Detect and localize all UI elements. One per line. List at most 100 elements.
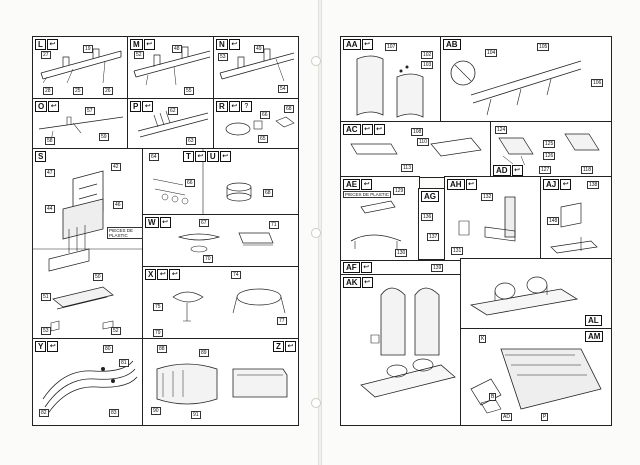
part-number: 81: [119, 359, 129, 367]
step-am-panel: AM K P AD B: [460, 328, 612, 426]
question-icon: ?: [240, 101, 252, 112]
arrow-icon: ↩: [465, 179, 477, 190]
part-number: 67: [199, 219, 209, 227]
binder-hole: [311, 228, 321, 238]
part-number: 103: [421, 61, 434, 69]
step-tag: S: [35, 151, 47, 162]
step-tag: AG: [421, 191, 439, 202]
step-tag: AJ↩: [543, 179, 572, 190]
step-aa-drawing: [356, 55, 424, 118]
step-m-drawing: [133, 46, 211, 86]
part-number: 52: [134, 51, 144, 59]
step-al-drawing: [469, 276, 579, 316]
step-letter: AM: [585, 331, 604, 342]
step-z-drawing: [156, 363, 288, 405]
part-number: 102: [421, 51, 434, 59]
step-letter: N: [216, 39, 228, 50]
part-number: AD: [501, 413, 512, 421]
step-letter: Z: [273, 341, 284, 352]
step-letter: Y: [35, 341, 47, 352]
part-number: 42: [111, 163, 121, 171]
part-number: 83: [109, 409, 119, 417]
step-tag: AD↩: [493, 165, 523, 176]
step-tag: Y↩: [35, 341, 59, 352]
step-y-panel: Y↩ 80 81 82 83: [32, 338, 144, 426]
step-tag: P↩: [130, 101, 154, 112]
step-tag: T↩U↩: [183, 151, 231, 162]
part-number: 50: [93, 273, 103, 281]
part-number: 74: [231, 271, 241, 279]
arrow-icon: ↩: [169, 269, 181, 280]
step-letter: AK: [343, 277, 361, 288]
part-number: 68: [263, 189, 273, 197]
part-number: 54: [278, 85, 288, 93]
part-number: 137: [427, 233, 440, 241]
step-al-panel: AL: [460, 258, 612, 330]
step-letter: M: [130, 39, 143, 50]
plastic-parts-note: PIECES DE PLASTIC: [107, 227, 143, 239]
step-ac-drawing: [350, 137, 482, 157]
step-o-panel: O↩ 57 58 59: [32, 98, 129, 150]
part-number: 52: [111, 327, 121, 335]
step-tag: AM: [585, 331, 604, 342]
step-ae-drawing: [350, 200, 402, 249]
step-t-u-drawing: [152, 149, 252, 215]
step-letter: AG: [421, 191, 439, 202]
part-number: 48: [172, 45, 182, 53]
step-w-panel: W↩ 67 71 70: [142, 214, 299, 268]
step-letter: AA: [343, 39, 361, 50]
part-number: 59: [99, 133, 109, 141]
step-tag: AK↩: [343, 277, 373, 288]
part-number: 89: [199, 349, 209, 357]
step-s-drawing: [33, 170, 143, 332]
arrow-icon: ↩: [373, 124, 385, 135]
step-ah-drawing: [458, 196, 516, 242]
step-letter: X: [145, 269, 157, 280]
step-y-drawing: [42, 360, 138, 416]
step-m-panel: M↩ 48 52 55: [127, 36, 215, 100]
step-l-drawing: [40, 48, 122, 84]
step-letter: R: [216, 101, 228, 112]
part-number: 124: [495, 126, 508, 134]
step-w-drawing: [177, 232, 274, 253]
part-number: 44: [45, 205, 55, 213]
step-am-drawing: [470, 348, 602, 414]
part-number: 104: [485, 49, 498, 57]
step-letter: S: [35, 151, 47, 162]
part-number: 46: [113, 201, 123, 209]
step-aj-panel: AJ↩ 138 148: [540, 176, 612, 262]
part-number: 75: [153, 303, 163, 311]
step-t-u-panel: T↩U↩ 64 66 68: [142, 148, 299, 216]
part-number: 77: [277, 317, 287, 325]
part-number: 90: [151, 407, 161, 415]
step-letter: AD: [493, 165, 511, 176]
part-number: 125: [543, 140, 556, 148]
part-number: 110: [417, 138, 429, 146]
part-number: 49: [254, 45, 264, 53]
step-tag: Z↩: [273, 341, 296, 352]
part-number: 27: [41, 51, 51, 59]
part-number: 55: [184, 87, 194, 95]
arrow-icon: ↩: [228, 39, 240, 50]
step-letter: AE: [343, 179, 361, 190]
binder-hole: [311, 56, 321, 66]
part-number: 26: [103, 87, 113, 95]
arrow-icon: ↩: [46, 39, 58, 50]
part-number: 53: [218, 53, 228, 61]
part-number: 136: [421, 213, 434, 221]
step-letter: AL: [585, 315, 602, 326]
step-aj-drawing: [550, 202, 598, 254]
part-number: 66: [185, 179, 195, 187]
binder-hole: [311, 398, 321, 408]
arrow-icon: ↩: [159, 217, 171, 228]
part-number: 19: [83, 45, 93, 53]
part-number: 71: [269, 221, 279, 229]
step-x-drawing: [172, 288, 286, 322]
step-ab-drawing: [450, 60, 582, 116]
part-number: 127: [539, 166, 552, 174]
arrow-icon: ↩: [361, 124, 373, 135]
part-number: 62: [168, 107, 178, 115]
step-tag: O↩: [35, 101, 60, 112]
step-ac-detail-drawing: [498, 133, 600, 167]
step-tag: X↩↩: [145, 269, 181, 280]
